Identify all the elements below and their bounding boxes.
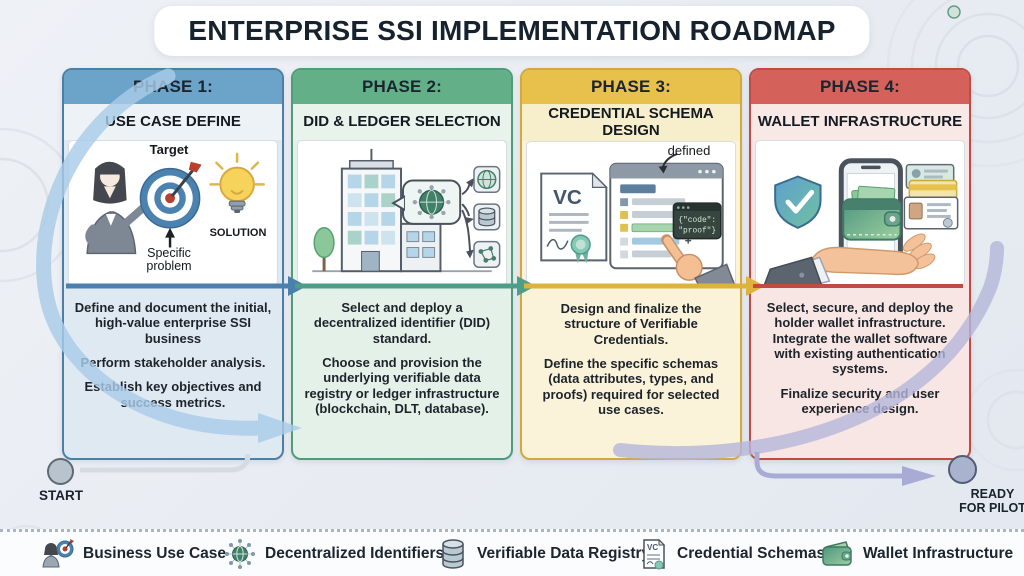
vc-document: VC [540, 172, 608, 264]
legend-label: Credential Schemas [677, 545, 826, 562]
phase-1-body-text: Perform stakeholder analysis. [80, 354, 266, 370]
phase-1-body-text: Define and document the initial, high-va… [74, 300, 272, 346]
legend-item-business-use-case: Business Use Case [40, 532, 226, 576]
signature-squiggle [546, 238, 569, 250]
phase-4-panel: PHASE 4: WALLET INFRASTRUCTURE [749, 68, 971, 460]
credential-schemas-icon: VC [643, 538, 666, 570]
legend-item-credential-schemas: VC Credential Schemas [640, 532, 825, 576]
phase-2-illustration [297, 140, 507, 286]
verifiable-data-registry-icon [442, 539, 464, 569]
globe-network-icon [412, 185, 451, 220]
start-label: START [39, 488, 83, 503]
wallet-illustration [763, 158, 959, 285]
phase-3-header: PHASE 3: [522, 70, 740, 104]
vc-label: VC [553, 186, 582, 209]
phase-2-panel: PHASE 2: DID & LEDGER SELECTION [291, 68, 513, 460]
phase-1-header: PHASE 1: [64, 70, 282, 104]
phase-3-panel: PHASE 3: CREDENTIAL SCHEMA DESIGN [520, 68, 742, 460]
phase-2-body: Select and deploy a decentralized identi… [293, 286, 511, 458]
phase-3-subtitle: CREDENTIAL SCHEMA DESIGN [522, 104, 740, 141]
phase-2-subtitle: DID & LEDGER SELECTION [293, 104, 511, 140]
tree-icon [313, 227, 335, 272]
ready-for-pilot-node [948, 455, 977, 484]
phase-1-illustration: Target Specific problem SOLUTION [68, 140, 278, 286]
defined-label: defined [667, 143, 711, 158]
phase-4-body-text: Select, secure, and deploy the holder wa… [766, 300, 954, 377]
start-node [47, 458, 74, 485]
code-line-2: "proof"} [678, 227, 716, 236]
phase-2-header: PHASE 2: [293, 70, 511, 104]
phase-4-subtitle: WALLET INFRASTRUCTURE [751, 104, 969, 140]
title-banner: ENTERPRISE SSI IMPLEMENTATION ROADMAP [154, 6, 870, 56]
page-title: ENTERPRISE SSI IMPLEMENTATION ROADMAP [188, 15, 836, 46]
wallet-icon [842, 185, 902, 241]
defined-pointer-arrow [658, 152, 678, 174]
phase-4-header: PHASE 4: [751, 70, 969, 104]
legend-item-verifiable-data-registry: Verifiable Data Registry [438, 532, 650, 576]
network-option-icon [473, 240, 501, 268]
phase-4-illustration [755, 140, 965, 286]
code-snippet-box: {"code": "proof"} [672, 202, 722, 240]
legend-item-decentralized-identifiers: Decentralized Identifiers [224, 532, 444, 576]
legend-label: Verifiable Data Registry [477, 545, 651, 562]
phase-1-panel: PHASE 1: USE CASE DEFINE [62, 68, 284, 460]
registry-option-arrows [461, 181, 472, 252]
shield-check-icon [774, 175, 822, 229]
schema-browser-window [609, 162, 724, 270]
decentralized-identifiers-icon [225, 539, 255, 569]
phase-1-subtitle: USE CASE DEFINE [64, 104, 282, 140]
wallet-infrastructure-icon [822, 541, 852, 566]
legend-bar: Business Use Case Decentralized Identifi… [0, 529, 1024, 576]
target-label: Target [149, 142, 189, 157]
ready-for-pilot-label: READY FOR PILOT [959, 487, 1024, 516]
phase-2-body-text: Choose and provision the underlying veri… [304, 354, 500, 416]
did-speech-bubble [391, 179, 462, 225]
legend-label: Decentralized Identifiers [265, 545, 445, 562]
svg-text:VC: VC [647, 543, 658, 552]
did-ledger-illustration [312, 148, 501, 273]
problem-arrow-icon [165, 227, 175, 248]
legend-label: Business Use Case [83, 545, 227, 562]
phase-3-body: Design and finalize the structure of Ver… [522, 287, 740, 458]
rosette-seal-icon [570, 234, 591, 264]
building-icon [340, 148, 442, 273]
legend-label: Wallet Infrastructure [863, 545, 1014, 562]
code-line-1: {"code": [678, 216, 716, 225]
solution-label: SOLUTION [209, 227, 267, 239]
phase-2-body-text: Select and deploy a decentralized identi… [313, 300, 491, 346]
phase-4-body-text: Finalize security and user experience de… [780, 385, 940, 416]
phase-4-body: Select, secure, and deploy the holder wa… [751, 286, 969, 458]
phase-1-body-text: Establish key objectives and success met… [84, 379, 262, 410]
target-icon [139, 161, 202, 229]
phase-3-body-text: Define the specific schemas (data attrib… [542, 355, 720, 417]
phase-1-body: Define and document the initial, high-va… [64, 286, 282, 458]
legend-item-wallet-infrastructure: Wallet Infrastructure [820, 532, 1013, 576]
lightbulb-icon [209, 152, 265, 213]
business-use-case-icon [42, 539, 74, 568]
small-dot-decoration [947, 5, 961, 19]
phase-3-body-text: Design and finalize the structure of Ver… [560, 301, 702, 347]
phase-3-illustration: VC [526, 141, 736, 287]
database-option-icon [473, 203, 501, 231]
globe-option-icon [473, 165, 501, 194]
specific-problem-label: Specific problem [146, 246, 192, 274]
credential-schema-illustration: VC [540, 152, 735, 286]
id-cards-stack [903, 163, 959, 230]
